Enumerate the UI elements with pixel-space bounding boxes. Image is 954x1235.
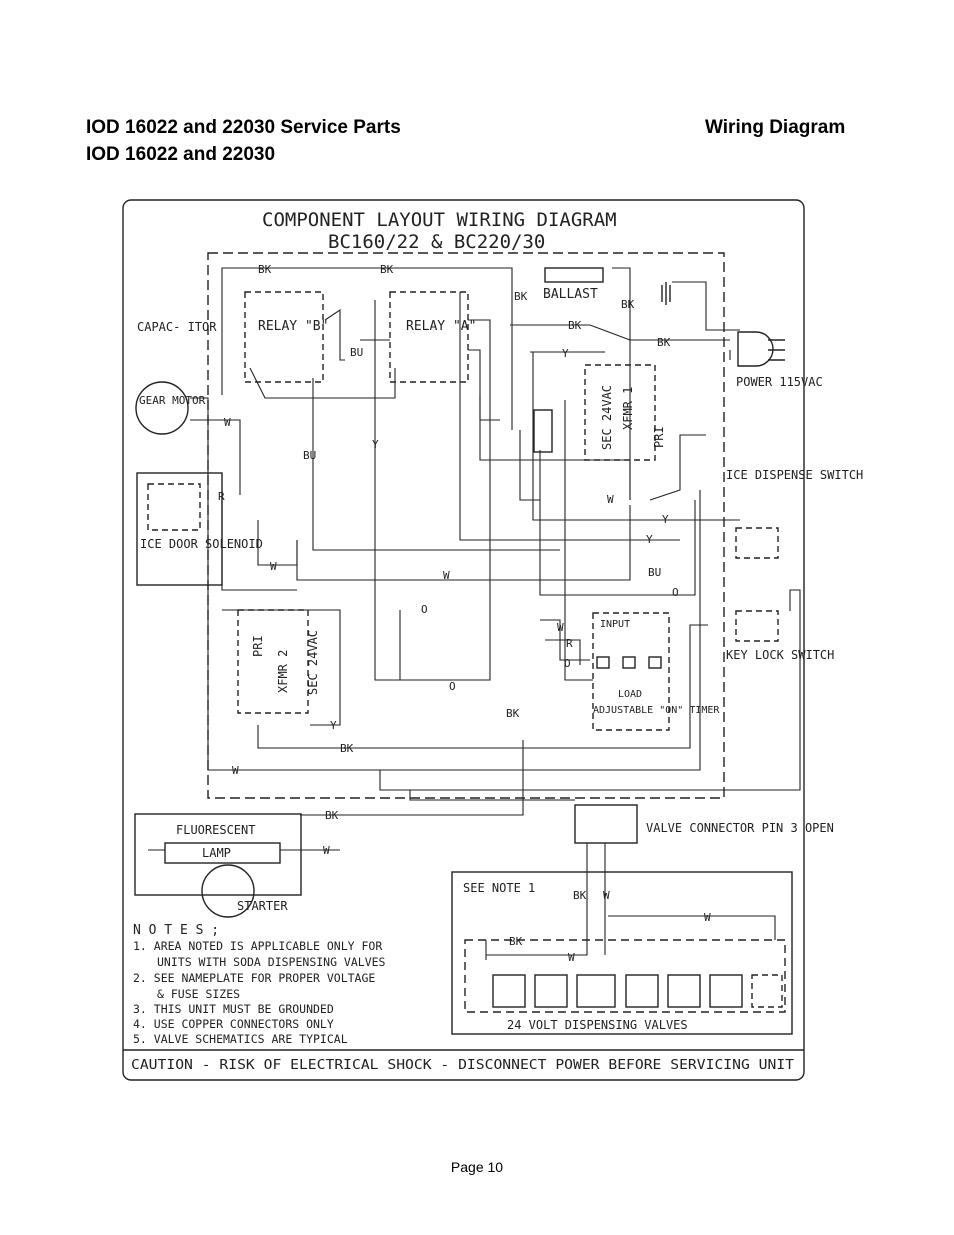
xfmr2-box xyxy=(237,609,309,714)
note-line: 2. SEE NAMEPLATE FOR PROPER VOLTAGE xyxy=(133,971,375,985)
wire-label-bk-2: BK xyxy=(380,263,394,276)
note-line: 3. THIS UNIT MUST BE GROUNDED xyxy=(133,1002,334,1016)
wire-label-bk-9: BK xyxy=(325,809,339,822)
ice-door-solenoid-box xyxy=(136,472,223,586)
xfmr1-label: XFMR 1 xyxy=(621,387,635,430)
gear-motor-circle xyxy=(135,381,189,435)
note-line: & FUSE SIZES xyxy=(157,987,240,1001)
starter-label: STARTER xyxy=(237,899,288,913)
wire-label-w-9: W xyxy=(704,911,711,924)
diagram-subtitle: BC160/22 & BC220/30 xyxy=(328,231,545,253)
notes-title: N O T E S ; xyxy=(133,923,219,938)
wire-label-w-6: W xyxy=(232,764,239,777)
wire-label-y-4: Y xyxy=(646,533,653,546)
caution-text: CAUTION - RISK OF ELECTRICAL SHOCK - DIS… xyxy=(131,1058,794,1073)
wire-label-bk-3: BK xyxy=(514,290,528,303)
ballast-box xyxy=(544,267,604,283)
header-title-right: Wiring Diagram xyxy=(705,117,846,138)
wire-label-bu-2: BU xyxy=(303,449,316,462)
relay-b-label: RELAY "B" xyxy=(258,319,328,334)
wire-label-w-2: W xyxy=(607,493,614,506)
wire-label-w-7: W xyxy=(323,844,330,857)
wire-label-bu-3: BU xyxy=(648,566,661,579)
diagram-title: COMPONENT LAYOUT WIRING DIAGRAM xyxy=(262,209,617,231)
relay-a-box xyxy=(389,291,469,383)
fluorescent-lamp-box xyxy=(134,813,302,896)
wire-label-o-3: O xyxy=(449,680,456,693)
timer-box xyxy=(592,612,670,731)
wire-label-r-1: R xyxy=(218,490,225,503)
ballast-label: BALLAST xyxy=(543,287,598,302)
wire-label-bu-1: BU xyxy=(350,346,363,359)
note-line: 5. VALVE SCHEMATICS ARE TYPICAL xyxy=(133,1032,348,1046)
wires xyxy=(148,267,801,960)
starter-circle xyxy=(201,864,255,918)
capacitor-label: CAPAC- ITOR xyxy=(137,320,217,334)
wire-label-o-4: O xyxy=(564,657,571,670)
relay-b-box xyxy=(244,291,324,383)
ice-dispense-switch-label: ICE DISPENSE SWITCH xyxy=(726,468,863,482)
xfmr1-pri-label: PRI xyxy=(652,426,666,448)
lamp-tube xyxy=(164,842,281,864)
control-box-boundary xyxy=(207,252,725,799)
note-line: UNITS WITH SODA DISPENSING VALVES xyxy=(157,955,386,969)
wire-label-y-2: Y xyxy=(372,438,379,451)
xfmr2-pri-label: PRI xyxy=(251,635,265,657)
wire-label-w-1: W xyxy=(224,416,231,429)
wire-label-w-3: W xyxy=(443,569,450,582)
wire-label-bk-10: BK xyxy=(573,889,587,902)
wire-label-o-1: O xyxy=(672,586,679,599)
see-note-label: SEE NOTE 1 xyxy=(463,881,535,895)
timer-load-label: LOAD xyxy=(618,689,642,700)
note-line: 4. USE COPPER CONNECTORS ONLY xyxy=(133,1017,334,1031)
lamp-label: LAMP xyxy=(202,846,231,860)
wire-label-y-3: Y xyxy=(662,513,669,526)
page-number: Page 10 xyxy=(450,1159,504,1175)
wire-label-y-1: Y xyxy=(562,347,569,360)
relay-a-label: RELAY "A" xyxy=(406,319,476,334)
soda-area-box xyxy=(451,871,793,1035)
valve-connector-box xyxy=(574,804,638,844)
gear-motor-label: GEAR MOTOR xyxy=(139,394,206,407)
wire-label-bk-7: BK xyxy=(340,742,354,755)
timer-label: ADJUSTABLE "ON" TIMER xyxy=(593,705,720,716)
wire-label-bk-6: BK xyxy=(657,336,671,349)
header-title-left: IOD 16022 and 22030 Service Parts xyxy=(86,117,401,138)
header-subtitle: IOD 16022 and 22030 xyxy=(86,144,276,165)
xfmr2-sec-label: SEC 24VAC xyxy=(306,630,320,695)
ice-door-solenoid-label: ICE DOOR SOLENOID xyxy=(140,537,263,551)
ice-dispense-switch-box xyxy=(735,527,779,559)
wire-label-y-5: Y xyxy=(330,719,337,732)
wire-label-bk-11: BK xyxy=(509,935,523,948)
wire-label-w-5: W xyxy=(557,621,564,634)
power-label: POWER 115VAC xyxy=(736,375,823,389)
key-lock-switch-label: KEY LOCK SWITCH xyxy=(726,648,834,662)
valve-connector-label: VALVE CONNECTOR PIN 3 OPEN xyxy=(646,821,834,835)
note-line: 1. AREA NOTED IS APPLICABLE ONLY FOR xyxy=(133,939,382,953)
timer-input-label: INPUT xyxy=(600,619,630,630)
fluorescent-label: FLUORESCENT xyxy=(176,823,255,837)
wire-label-bk-1: BK xyxy=(258,263,272,276)
wire-label-w-8: W xyxy=(603,889,610,902)
wire-label-bk-5: BK xyxy=(568,319,582,332)
wire-label-w-10: W xyxy=(568,951,575,964)
wire-label-w-4: W xyxy=(270,560,277,573)
wire-label-bk-4: BK xyxy=(621,298,635,311)
power-plug xyxy=(737,331,774,367)
wire-label-bk-8: BK xyxy=(506,707,520,720)
wire-label-o-2: O xyxy=(421,603,428,616)
diagram-frame xyxy=(122,199,805,1081)
key-lock-switch-box xyxy=(735,610,779,642)
xfmr2-label: XFMR 2 xyxy=(276,650,290,693)
xfmr1-box xyxy=(584,364,656,461)
valves-label: 24 VOLT DISPENSING VALVES xyxy=(507,1018,688,1032)
connector-block xyxy=(533,409,553,453)
xfmr1-sec-label: SEC 24VAC xyxy=(600,385,614,450)
wire-label-r-2: R xyxy=(566,637,573,650)
